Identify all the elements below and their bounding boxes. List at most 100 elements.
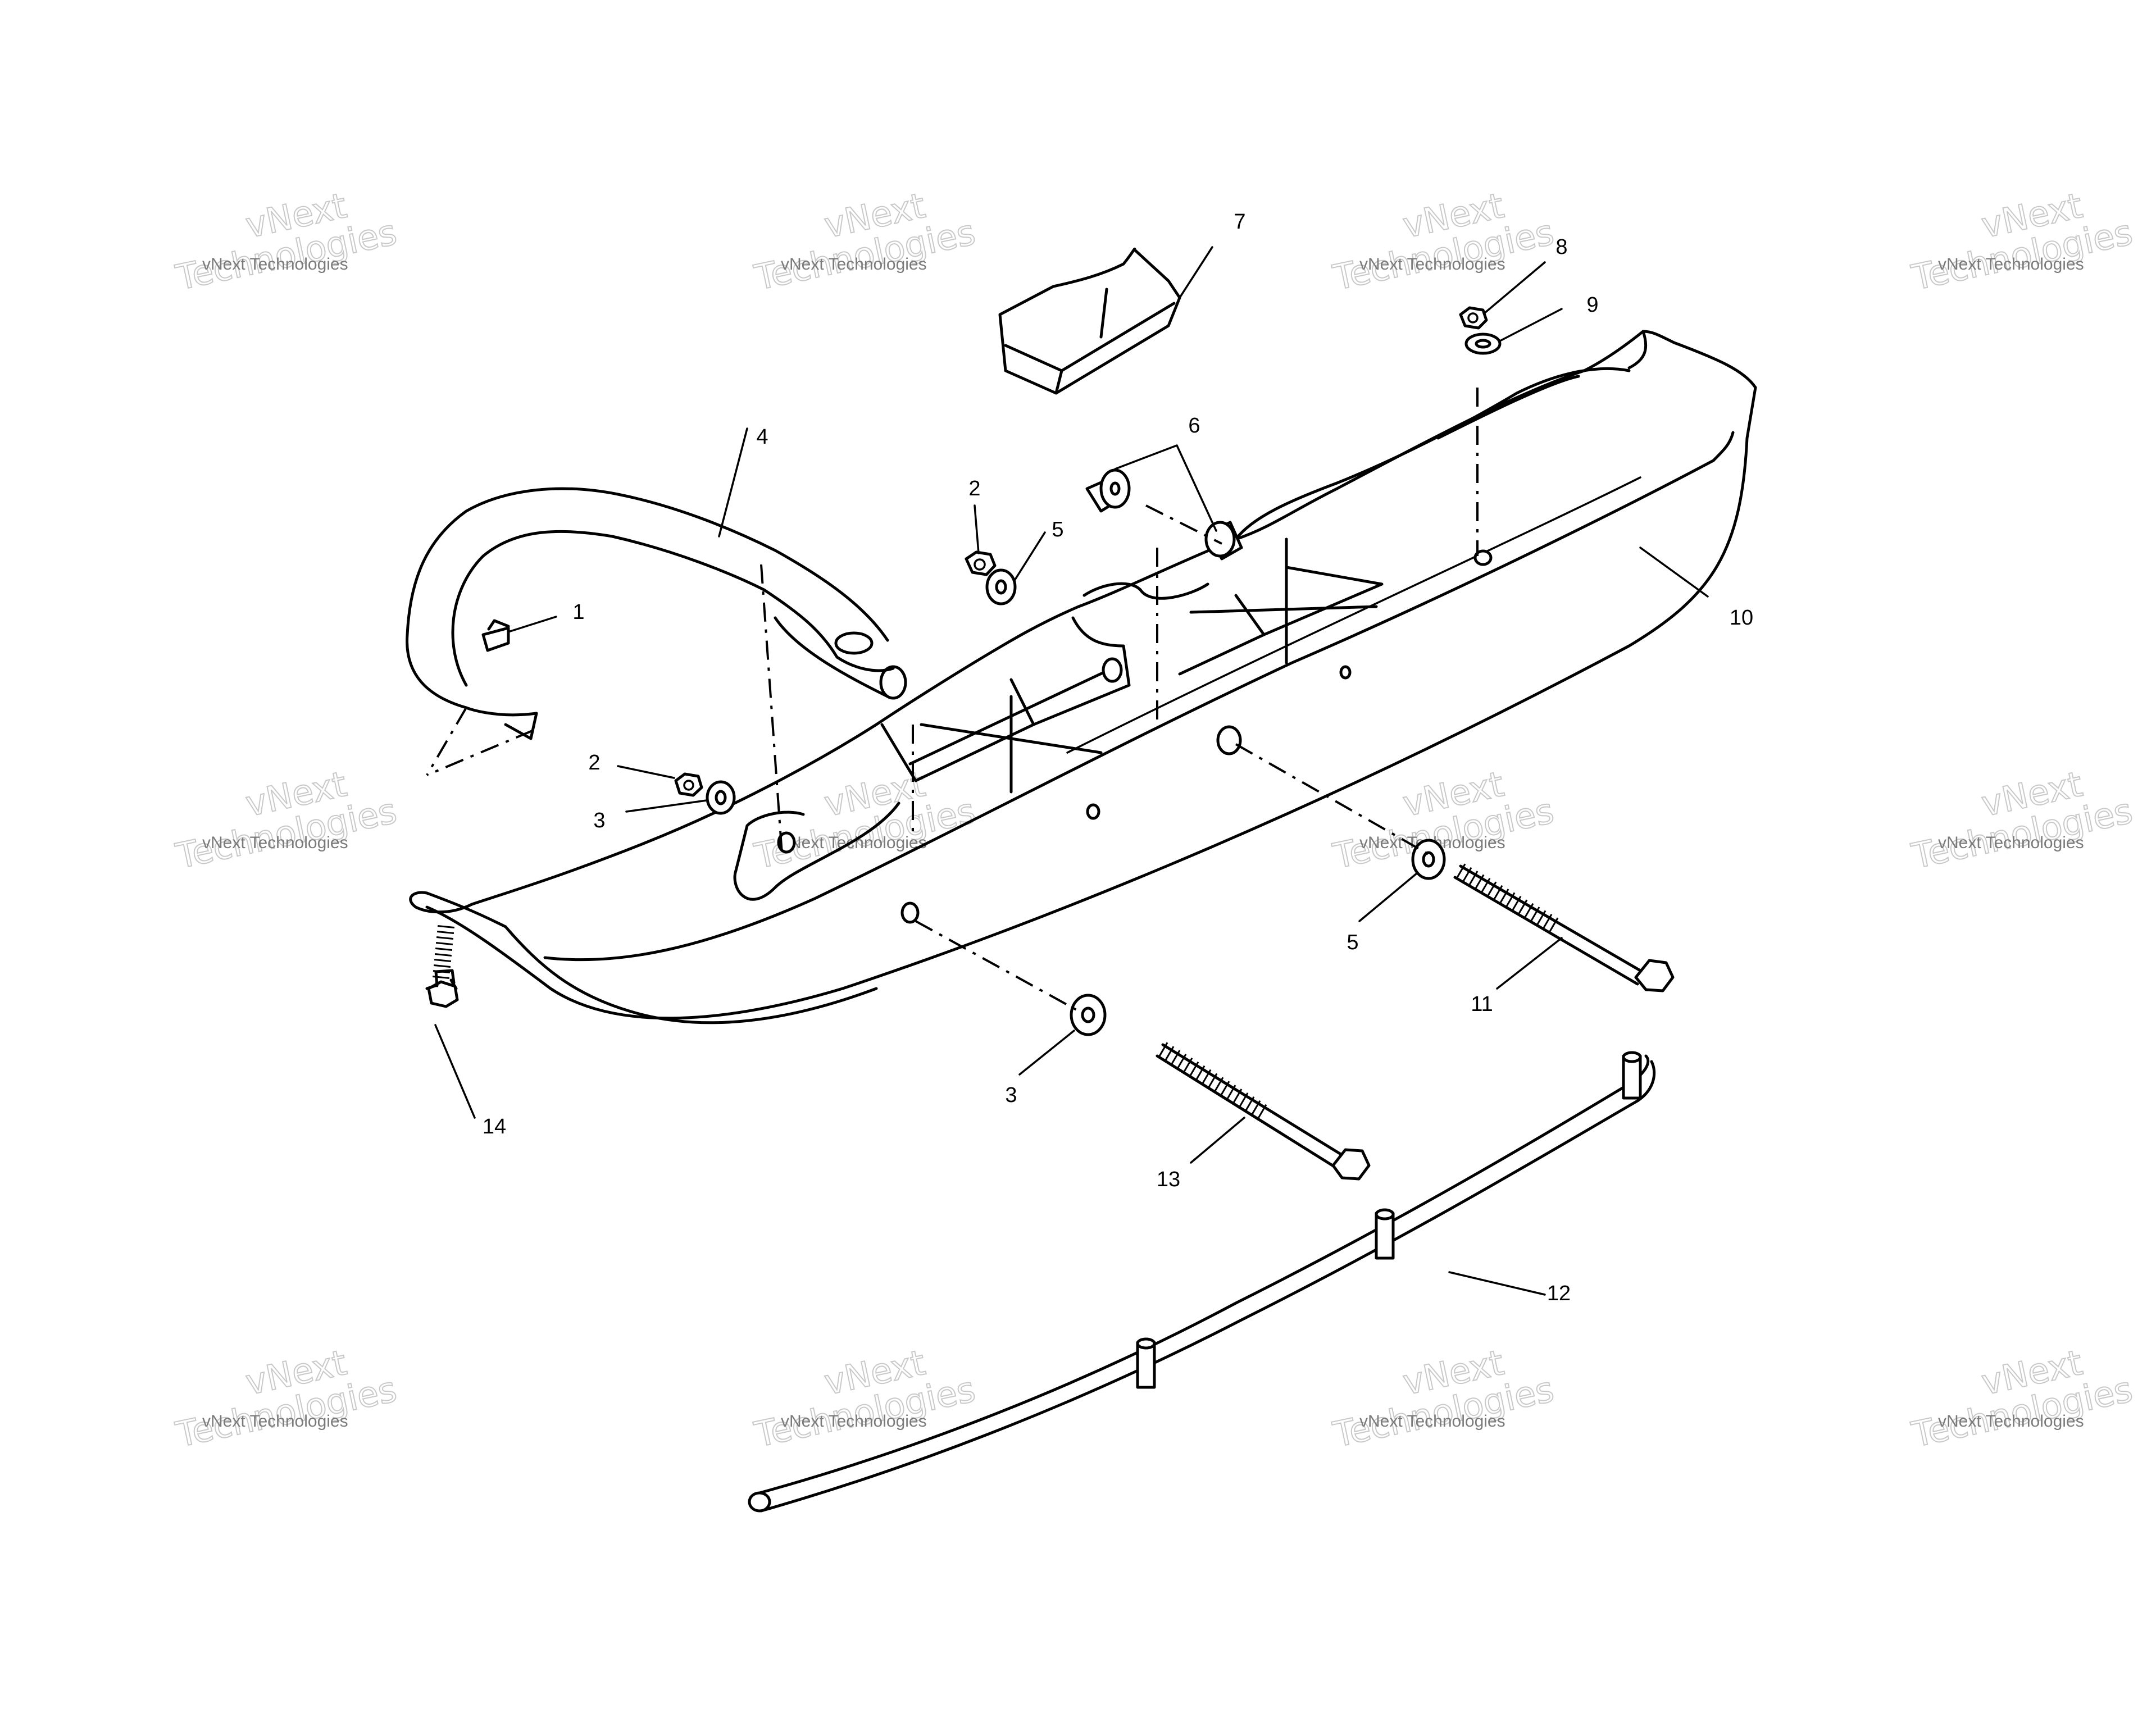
washer-lower <box>706 780 736 815</box>
thread-mark <box>1176 1054 1187 1071</box>
thread-mark <box>433 964 451 968</box>
washer-part-9 <box>1464 333 1502 355</box>
watermark-small-line: vNext Technologies <box>781 1412 927 1431</box>
wear-pad-part <box>998 247 1181 395</box>
thread-mark <box>1535 910 1547 927</box>
thread-mark <box>435 948 453 951</box>
thread-mark <box>1231 1089 1243 1105</box>
thread-mark <box>1492 885 1503 901</box>
thread-mark <box>1256 1104 1267 1121</box>
callout-10: 10 <box>1730 606 1753 630</box>
thread-mark <box>1529 907 1540 923</box>
callout-5-lower: 5 <box>1347 931 1358 954</box>
thread-mark <box>1486 881 1497 898</box>
thread-mark <box>1219 1081 1230 1097</box>
callout-11: 11 <box>1471 992 1493 1016</box>
alignment-lines <box>426 388 1479 1012</box>
callout-9: 9 <box>1586 293 1598 317</box>
thread-mark <box>1244 1096 1255 1113</box>
thread-mark <box>437 925 455 928</box>
thread-mark <box>1225 1085 1236 1101</box>
thread-mark <box>1163 1046 1175 1063</box>
thread-mark <box>1207 1073 1218 1090</box>
callout-4: 4 <box>756 425 768 449</box>
thread-mark <box>1504 892 1516 909</box>
washer-upper <box>985 568 1017 605</box>
callout-8: 8 <box>1555 235 1567 259</box>
watermark-small-line: vNext Technologies <box>202 1412 348 1431</box>
thread-mark <box>1473 874 1485 891</box>
bushing-right <box>1204 521 1243 561</box>
thread-mark <box>1541 914 1553 931</box>
thread-mark <box>433 970 451 973</box>
thread-mark <box>432 976 450 979</box>
thread-mark <box>434 959 452 962</box>
callout-1: 1 <box>572 600 584 624</box>
watermark-small-line: vNext Technologies <box>1938 1412 2084 1431</box>
callout-labels: 1 2 2 3 3 4 5 5 6 7 8 9 10 11 12 13 14 <box>483 210 1753 1305</box>
callout-3-upper: 3 <box>593 809 605 832</box>
clip-part <box>481 619 510 652</box>
wear-bar-runner <box>748 1051 1656 1513</box>
thread-mark <box>436 936 454 940</box>
watermark-small-line: vNext Technologies <box>781 834 927 852</box>
thread-mark <box>1511 896 1522 913</box>
callout-12: 12 <box>1547 1282 1571 1305</box>
thread-mark <box>1523 903 1534 919</box>
hex-nut-upper <box>965 550 997 576</box>
ski-body-part <box>409 330 1757 1024</box>
thread-mark <box>434 953 452 957</box>
callout-2-lower: 2 <box>588 751 600 775</box>
thread-mark <box>1157 1042 1168 1059</box>
callout-14: 14 <box>483 1115 506 1138</box>
callout-13: 13 <box>1157 1168 1180 1191</box>
callout-5-upper: 5 <box>1052 518 1063 541</box>
long-bolt-part-11 <box>1453 863 1675 992</box>
callout-3-lower: 3 <box>1005 1083 1017 1107</box>
thread-mark <box>1517 899 1528 916</box>
watermark-small-line: vNext Technologies <box>1938 834 2084 852</box>
thread-mark <box>1498 889 1509 905</box>
callout-2-upper: 2 <box>968 477 980 500</box>
thread-mark <box>1194 1065 1206 1082</box>
watermark-small-line: vNext Technologies <box>1359 1412 1505 1431</box>
leader-lines <box>434 246 1709 1296</box>
callout-6: 6 <box>1188 414 1200 438</box>
washer-left-bolt <box>1070 994 1107 1036</box>
nut-part-8 <box>1459 306 1488 330</box>
thread-mark <box>1182 1058 1193 1074</box>
watermark-small-line: vNext Technologies <box>202 834 348 852</box>
ski-handle-loop <box>406 487 907 740</box>
thread-mark <box>435 942 453 945</box>
watermark-small-line: vNext Technologies <box>781 255 927 274</box>
watermark-small-line: vNext Technologies <box>1359 255 1505 274</box>
bushing-left <box>1085 468 1131 513</box>
thread-mark <box>1188 1061 1199 1078</box>
watermark-small-line: vNext Technologies <box>1938 255 2084 274</box>
stud-part-14 <box>425 925 459 1008</box>
watermark-small-line: vNext Technologies <box>202 255 348 274</box>
thread-mark <box>1548 917 1559 934</box>
bolt-part-13 <box>1156 1042 1371 1181</box>
thread-mark <box>436 931 454 934</box>
thread-mark <box>1480 878 1491 895</box>
thread-mark <box>1461 867 1472 884</box>
washer-right-bolt <box>1411 839 1446 880</box>
thread-mark <box>1455 863 1466 880</box>
hex-nut-lower <box>674 772 703 797</box>
thread-mark <box>1200 1069 1212 1086</box>
thread-mark <box>1170 1050 1181 1067</box>
thread-mark <box>1238 1092 1249 1109</box>
thread-mark <box>1213 1077 1224 1094</box>
